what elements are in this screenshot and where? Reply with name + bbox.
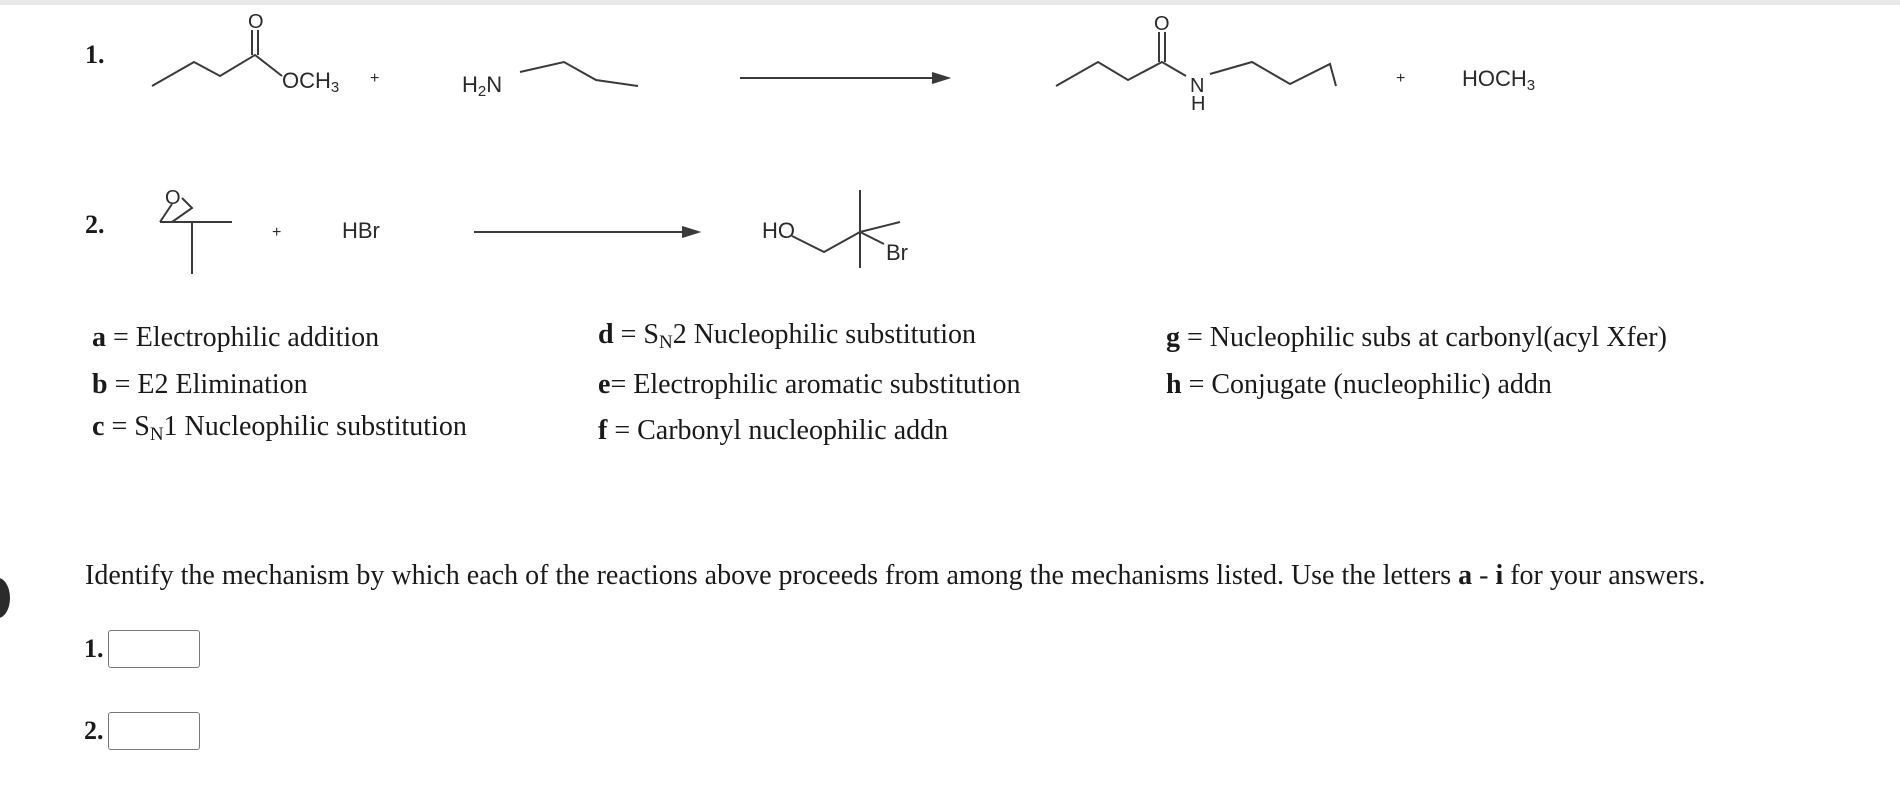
- ester-methoxy-label: OCH3: [282, 68, 339, 96]
- amide-chain-right: [1209, 60, 1337, 87]
- mechanism-letter: e: [598, 369, 611, 400]
- mechanism-letter: f: [598, 415, 608, 446]
- mechanism-b: b = E2 Elimination: [92, 369, 308, 401]
- instructions-range-end: i: [1495, 560, 1504, 591]
- mechanism-letter: g: [1166, 322, 1180, 353]
- mechanism-d: d = SN2 Nucleophilic substitution: [598, 319, 976, 354]
- mechanism-text-post: 1 Nucleophilic substitution: [163, 411, 467, 442]
- mechanism-text: = Electrophilic addition: [106, 322, 380, 353]
- mechanism-text-post: 2 Nucleophilic substitution: [672, 319, 976, 350]
- mechanism-text: = E2 Elimination: [107, 369, 308, 400]
- hbr-label: HBr: [342, 218, 380, 243]
- amide-nitrogen-label: N: [1190, 75, 1205, 97]
- reaction2-arrow-head: [681, 226, 702, 238]
- reaction2-plus: +: [272, 224, 282, 241]
- mechanism-letter: b: [92, 369, 108, 400]
- epoxide-o-bond: [159, 203, 173, 223]
- amide-chain-left: [1055, 60, 1187, 87]
- bromohydrin-br-bond: [859, 231, 885, 245]
- mechanism-text-pre: = S: [613, 319, 659, 350]
- reaction1-plus-2: +: [1396, 70, 1406, 87]
- mechanism-letter: h: [1166, 369, 1182, 400]
- mechanism-subscript: N: [149, 424, 164, 445]
- mechanism-text: = Conjugate (nucleophilic) addn: [1181, 369, 1552, 400]
- mechanism-h: h = Conjugate (nucleophilic) addn: [1166, 369, 1552, 401]
- epoxide-ring: [171, 197, 194, 223]
- reaction1-number: 1.: [85, 40, 105, 69]
- instructions-pre: Identify the mechanism by which each of …: [85, 560, 1459, 591]
- epoxide-oxygen-label: O: [165, 187, 181, 209]
- ester-oxygen-label: O: [248, 11, 264, 33]
- amine-group-text: H2N: [462, 72, 503, 100]
- amide-oxygen-label: O: [1154, 13, 1170, 35]
- mechanism-a: a = Electrophilic addition: [92, 322, 379, 354]
- mechanism-c: c = SN1 Nucleophilic substitution: [92, 411, 467, 446]
- answer1-input[interactable]: [108, 630, 200, 668]
- amine-chain: [519, 60, 639, 87]
- mechanism-e: e= Electrophilic aromatic substitution: [598, 369, 1020, 401]
- answer1-label: 1.: [84, 634, 104, 663]
- amide-hydrogen-label: H: [1191, 93, 1206, 115]
- mechanism-g: g = Nucleophilic subs at carbonyl(acyl X…: [1166, 322, 1667, 354]
- reaction1-arrow-head: [931, 72, 952, 84]
- answer2-input[interactable]: [108, 712, 200, 750]
- amine-group-label: H2N: [462, 72, 502, 100]
- mechanism-text: = Nucleophilic subs at carbonyl(acyl Xfe…: [1180, 322, 1667, 353]
- instructions-text: Identify the mechanism by which each of …: [85, 560, 1705, 592]
- reaction1-plus-1: +: [370, 70, 380, 87]
- mechanism-text: = Carbonyl nucleophilic addn: [607, 415, 949, 446]
- mechanism-text-pre: = S: [104, 411, 150, 442]
- instructions-range-sep: -: [1472, 560, 1496, 591]
- ester-methoxy-text: OCH3: [282, 68, 340, 96]
- mechanism-letter: c: [92, 411, 105, 442]
- bromohydrin-oh-label: HO: [762, 218, 795, 243]
- bromohydrin-chain: [791, 231, 861, 254]
- instructions-post: for your answers.: [1503, 560, 1706, 591]
- mechanism-subscript: N: [658, 332, 673, 353]
- instructions-range-start: a: [1458, 560, 1473, 591]
- top-bar: [0, 0, 1900, 5]
- reaction2-number: 2.: [85, 210, 105, 239]
- bromohydrin-br-label: Br: [886, 240, 908, 265]
- methanol-label: HOCH3: [1462, 66, 1535, 94]
- answer2-label: 2.: [84, 716, 104, 745]
- edge-marker: [0, 578, 10, 618]
- methanol-text: HOCH3: [1462, 66, 1536, 94]
- bromohydrin-methyl: [859, 221, 901, 233]
- mechanism-letter: a: [92, 322, 106, 353]
- mechanism-f: f = Carbonyl nucleophilic addn: [598, 415, 948, 447]
- mechanism-letter: d: [598, 319, 614, 350]
- mechanism-text: = Electrophilic aromatic substitution: [610, 369, 1021, 400]
- ester-chain: [151, 53, 283, 87]
